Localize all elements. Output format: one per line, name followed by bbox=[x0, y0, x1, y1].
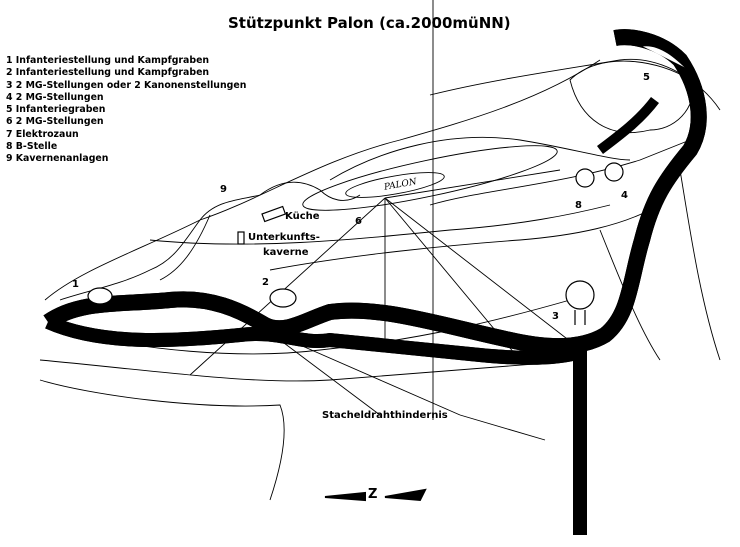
label-stacheldraht: Stacheldrahthindernis bbox=[322, 410, 448, 421]
north-label: Z bbox=[368, 487, 378, 502]
legend-item: 7 Elektrozaun bbox=[6, 128, 79, 140]
position-symbols bbox=[87, 42, 692, 325]
contour-lines bbox=[39, 58, 721, 501]
marker-3: 3 bbox=[552, 311, 559, 322]
sight-lines bbox=[189, 0, 576, 441]
legend: 1 Infanteriestellung und Kampfgraben 2 I… bbox=[6, 55, 246, 166]
map-title: Stützpunkt Palon (ca.2000müNN) bbox=[228, 14, 511, 32]
trench-band bbox=[48, 37, 699, 535]
marker-1: 1 bbox=[72, 279, 79, 290]
marker-8: 8 bbox=[575, 200, 582, 211]
marker-5: 5 bbox=[643, 72, 650, 83]
legend-item: 8 B-Stelle bbox=[6, 141, 58, 153]
legend-item: 2 Infanteriestellung und Kampfgraben bbox=[6, 67, 210, 79]
marker-9: 9 bbox=[220, 184, 227, 195]
marker-7: 7 bbox=[694, 103, 701, 114]
label-unterkunft: Unterkunfts- bbox=[248, 232, 320, 243]
label-kaverne: kaverne bbox=[263, 247, 309, 258]
legend-item: 9 Kavernenanlagen bbox=[6, 153, 109, 165]
legend-item: 1 Infanteriestellung und Kampfgraben bbox=[6, 55, 210, 66]
marker-6: 6 bbox=[355, 216, 362, 227]
legend-item: 6 2 MG-Stellungen bbox=[6, 116, 104, 128]
label-kueche: Küche bbox=[285, 211, 320, 222]
legend-item: 3 2 MG-Stellungen oder 2 Kanonenstellung… bbox=[6, 79, 247, 91]
north-arrow bbox=[324, 488, 427, 502]
legend-item: 4 2 MG-Stellungen bbox=[6, 91, 104, 103]
marker-2: 2 bbox=[262, 277, 269, 288]
marker-4: 4 bbox=[621, 190, 628, 201]
legend-item: 5 Infanteriegraben bbox=[6, 104, 106, 116]
